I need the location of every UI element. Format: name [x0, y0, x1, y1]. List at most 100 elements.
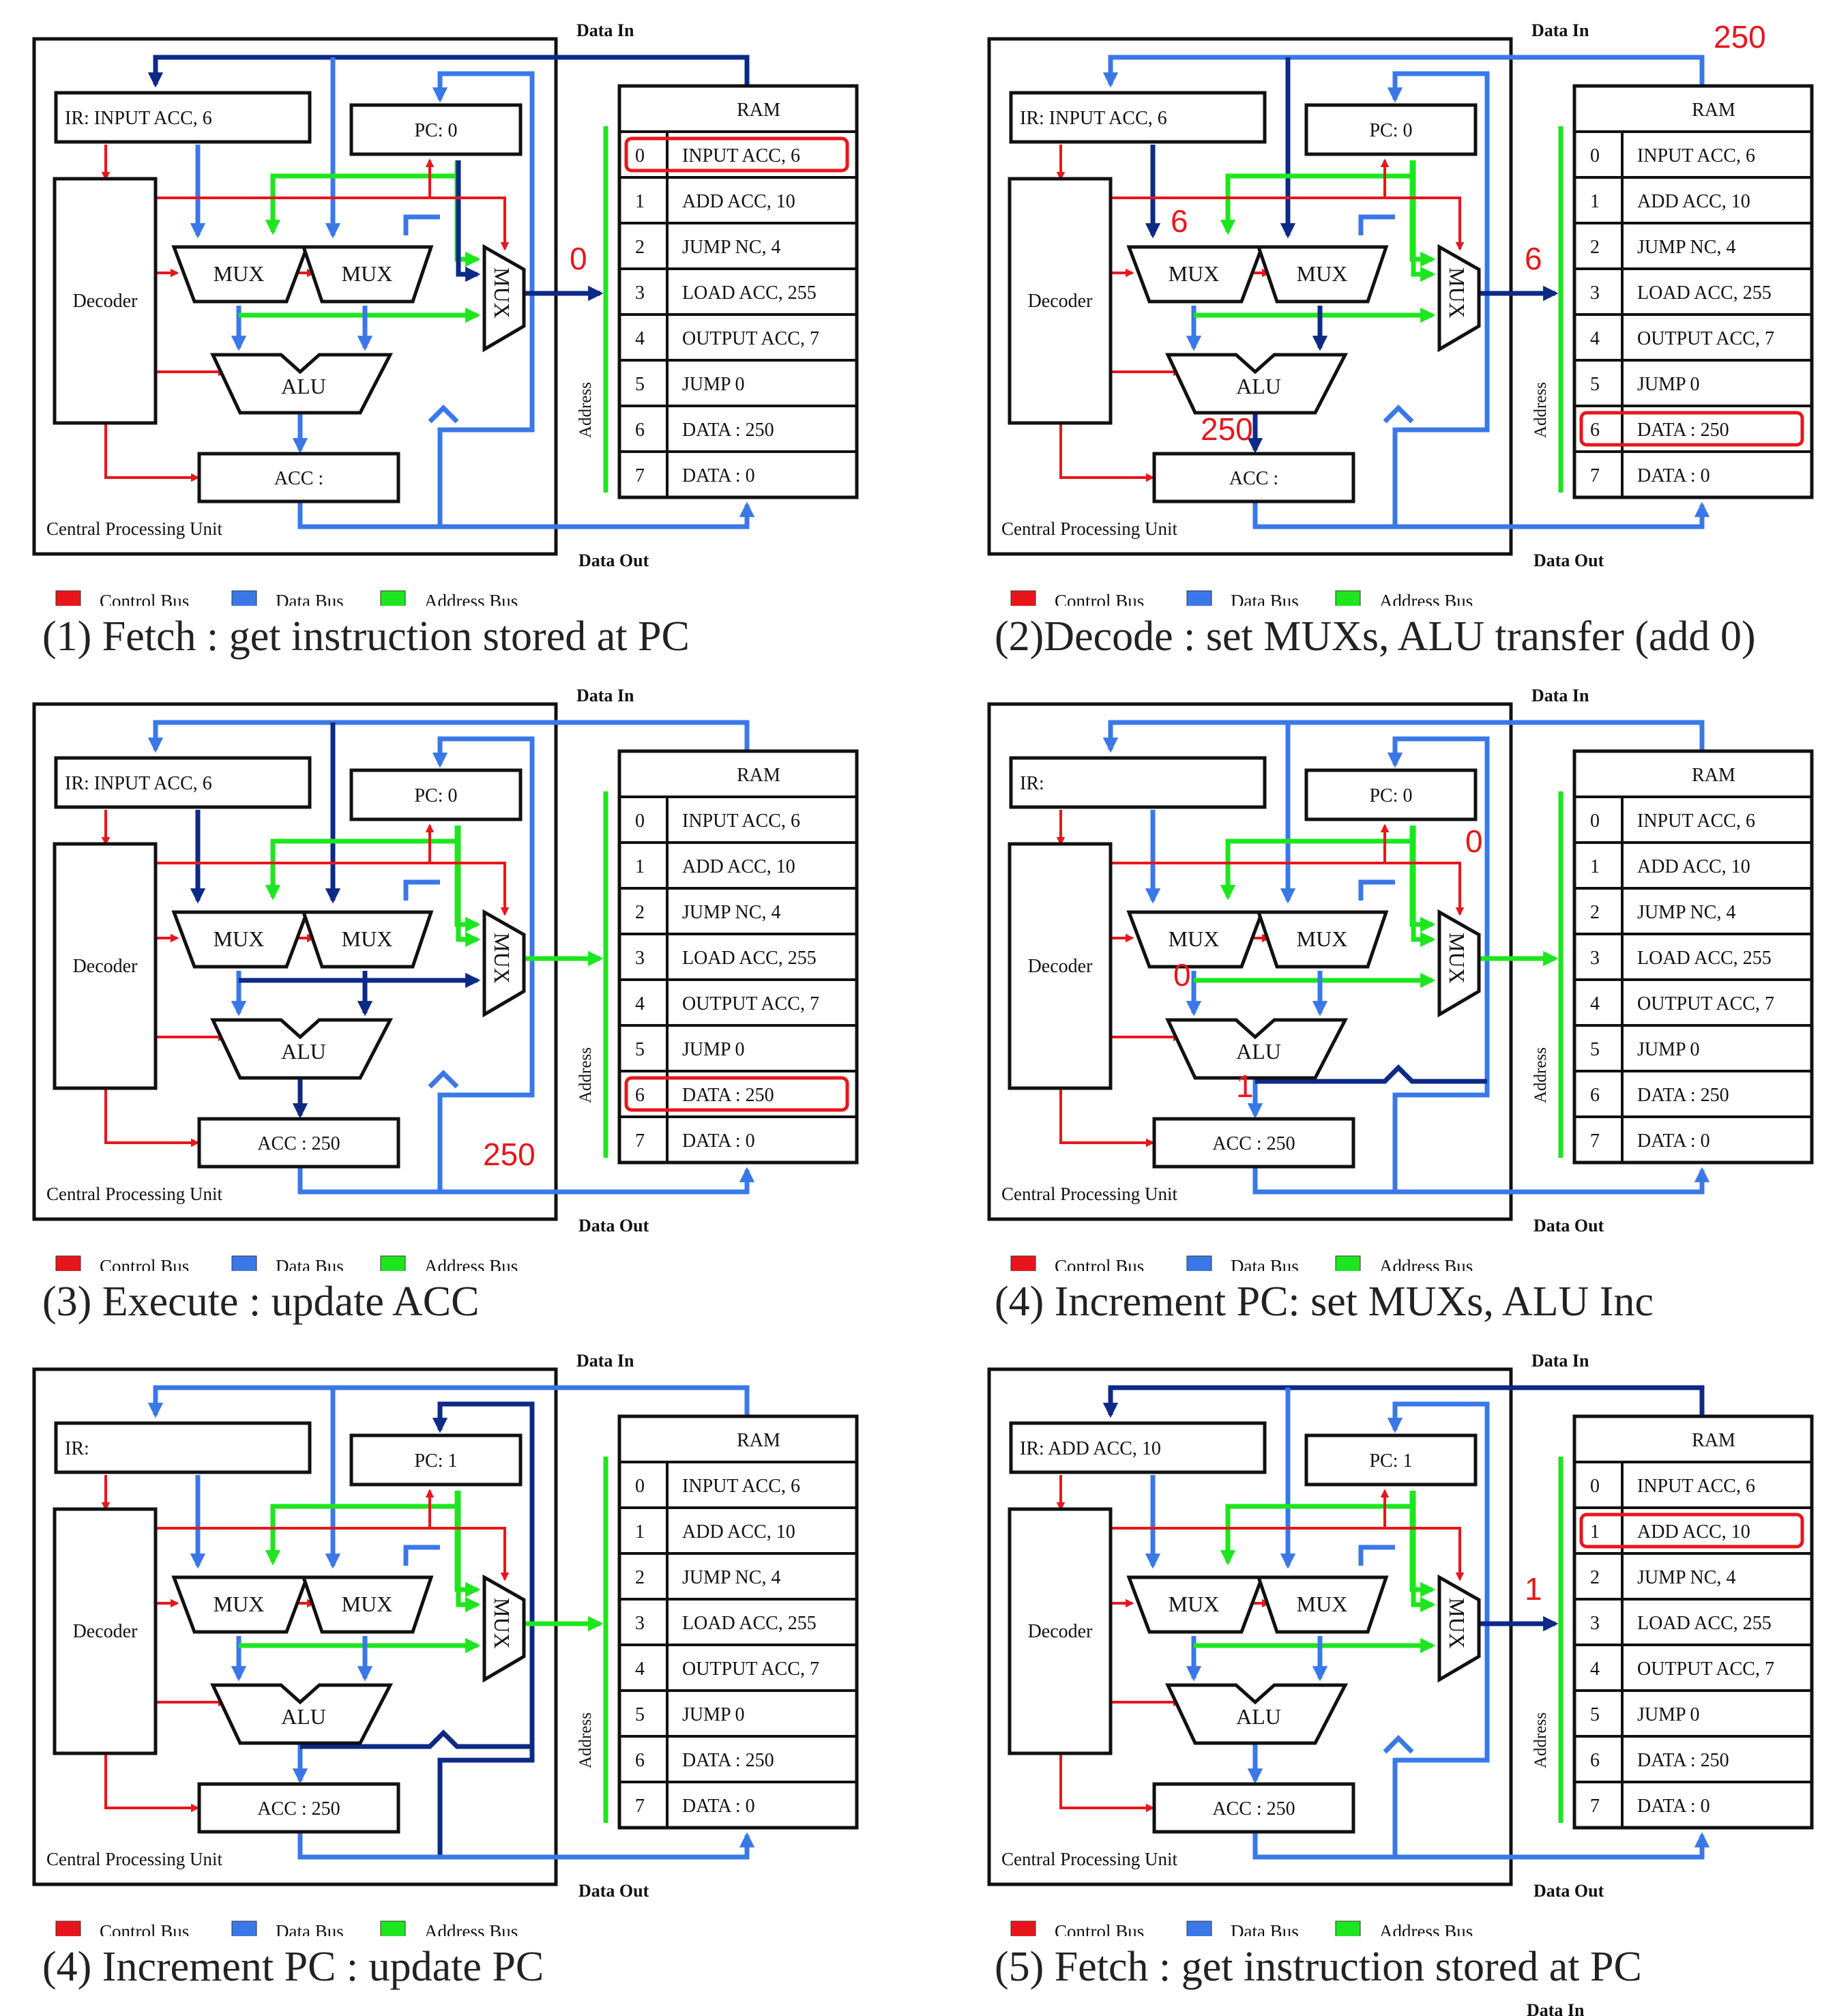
data-out-label: Data Out	[1533, 551, 1604, 570]
ir-register	[54, 756, 312, 809]
ram-content: OUTPUT ACC, 7	[682, 1659, 819, 1680]
value-annotation: 0	[1173, 957, 1191, 993]
ram-address: 6	[635, 1085, 645, 1106]
ram-address: 7	[635, 1796, 645, 1817]
ram-content: ADD ACC, 10	[682, 191, 795, 212]
ram-address: 3	[1590, 282, 1600, 304]
footer-data-in-label: Data In	[1527, 2000, 1585, 2016]
mux-1	[171, 910, 310, 969]
ram-address: 1	[635, 856, 645, 877]
ram-row-highlight	[1579, 411, 1804, 447]
data-out-bus	[297, 498, 755, 529]
alu-label: ALU	[281, 374, 326, 398]
ram-address: 6	[1590, 1750, 1600, 1771]
ram-address: 5	[635, 1039, 645, 1060]
alu	[210, 1683, 394, 1745]
cpu-box	[987, 37, 1513, 556]
control-to-mux3	[1111, 1527, 1465, 1581]
bus-into-mux2-right	[1358, 214, 1395, 235]
data-out-label: Data Out	[578, 551, 649, 570]
ram-content: LOAD ACC, 255	[1637, 1613, 1772, 1634]
mux-2	[301, 1575, 434, 1634]
legend-swatch	[1186, 1920, 1212, 1936]
legend-label: Data Bus	[276, 591, 344, 606]
ram-address: 2	[635, 1567, 645, 1588]
address-label: Address	[1531, 382, 1550, 438]
legend-swatch	[1010, 1255, 1036, 1271]
ram-content: JUMP 0	[1637, 1039, 1700, 1060]
data-in-bus	[1102, 720, 1705, 753]
data-out-bus	[1252, 1163, 1710, 1195]
legend-label: Control Bus	[1055, 1256, 1144, 1271]
acc-register	[1152, 452, 1355, 503]
mux-2	[1256, 245, 1389, 304]
mux-1	[171, 245, 310, 304]
data-out-bus	[297, 1163, 755, 1195]
ir-value: IR:	[65, 1438, 89, 1459]
ram-content: LOAD ACC, 255	[1637, 948, 1772, 969]
ir-register	[54, 1421, 312, 1474]
legend-label: Data Bus	[1231, 591, 1299, 606]
decoder	[1008, 177, 1113, 425]
legend-label: Control Bus	[100, 1921, 189, 1936]
pc-feedback-bus	[1387, 736, 1490, 1190]
data-in-label: Data In	[576, 1351, 634, 1371]
address-label: Address	[576, 1712, 595, 1768]
ram-content: INPUT ACC, 6	[682, 1476, 800, 1497]
panel-caption: (2)Decode : set MUXs, ALU transfer (add …	[995, 613, 1756, 660]
ram-content: JUMP NC, 4	[1637, 1567, 1735, 1588]
ram-content: ADD ACC, 10	[682, 1521, 795, 1543]
legend-label: Data Bus	[276, 1256, 344, 1271]
ram-content: DATA : 0	[1637, 1130, 1710, 1152]
pc-value: PC: 0	[414, 785, 457, 806]
mux-1	[171, 1575, 310, 1634]
ram-content: DATA : 250	[1637, 1085, 1729, 1106]
ram-content: INPUT ACC, 6	[1637, 145, 1755, 166]
value-annotation: 6	[1525, 241, 1542, 276]
mux-2	[301, 245, 434, 304]
ram-content: OUTPUT ACC, 7	[1637, 993, 1774, 1014]
mux-3	[482, 1574, 526, 1683]
mux-2-label: MUX	[342, 261, 393, 286]
alu-to-pc-inc	[300, 1729, 532, 1749]
ram-address: 4	[635, 328, 645, 349]
decoder-label: Decoder	[73, 291, 138, 312]
ram-content: INPUT ACC, 6	[682, 145, 800, 166]
ram-title: RAM	[1692, 765, 1735, 786]
ram-address: 1	[1590, 191, 1600, 212]
data-out-bus	[1252, 1828, 1710, 1860]
control-to-acc	[104, 1090, 200, 1148]
pc-value: PC: 0	[414, 120, 457, 141]
value-annotation: 0	[1465, 823, 1483, 859]
legend-label: Address Bus	[1379, 1256, 1473, 1271]
control-to-mux3	[1111, 862, 1465, 916]
ram-address: 7	[1590, 1130, 1600, 1152]
ram-content: JUMP 0	[682, 374, 745, 395]
mux-3	[482, 244, 526, 353]
alu-label: ALU	[281, 1704, 326, 1729]
data-in-bus	[147, 1385, 750, 1418]
legend-swatch	[55, 1920, 81, 1936]
legend-label: Data Bus	[1231, 1921, 1299, 1936]
decoder	[53, 177, 158, 425]
decoder-label: Decoder	[73, 1621, 138, 1642]
acc-register	[197, 1782, 400, 1834]
ram	[617, 749, 859, 1165]
ir-value: IR: ADD ACC, 10	[1020, 1438, 1161, 1459]
legend-label: Control Bus	[100, 1256, 189, 1271]
ram-content: DATA : 0	[682, 465, 755, 486]
ram-title: RAM	[737, 765, 780, 786]
ram-address: 2	[635, 902, 645, 923]
data-in-bus	[147, 720, 750, 753]
decoder-label: Decoder	[1028, 956, 1093, 977]
ram-content: JUMP 0	[682, 1039, 745, 1060]
